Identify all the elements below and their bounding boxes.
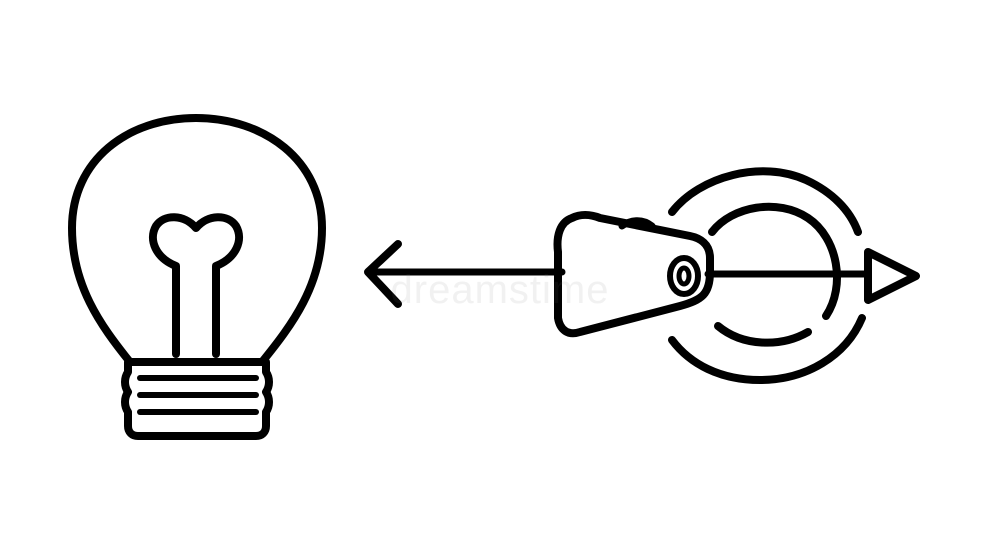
megaphone-icon xyxy=(553,211,714,338)
arrow-left-icon xyxy=(364,240,566,308)
lightbulb-icon xyxy=(68,114,326,440)
target-arrow-icon xyxy=(668,167,920,384)
